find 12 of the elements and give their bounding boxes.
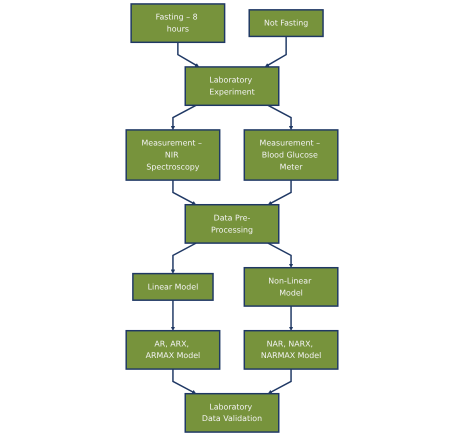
arrow bbox=[288, 306, 293, 331]
arrow bbox=[267, 242, 293, 268]
arrow bbox=[267, 104, 293, 130]
arrow bbox=[170, 242, 196, 274]
arrow bbox=[264, 36, 286, 68]
arrow bbox=[267, 180, 292, 205]
arrow bbox=[170, 300, 175, 331]
arrow bbox=[172, 369, 196, 394]
arrow bbox=[172, 180, 196, 205]
arrow bbox=[176, 42, 199, 68]
arrow bbox=[267, 369, 292, 394]
arrow bbox=[170, 104, 196, 130]
